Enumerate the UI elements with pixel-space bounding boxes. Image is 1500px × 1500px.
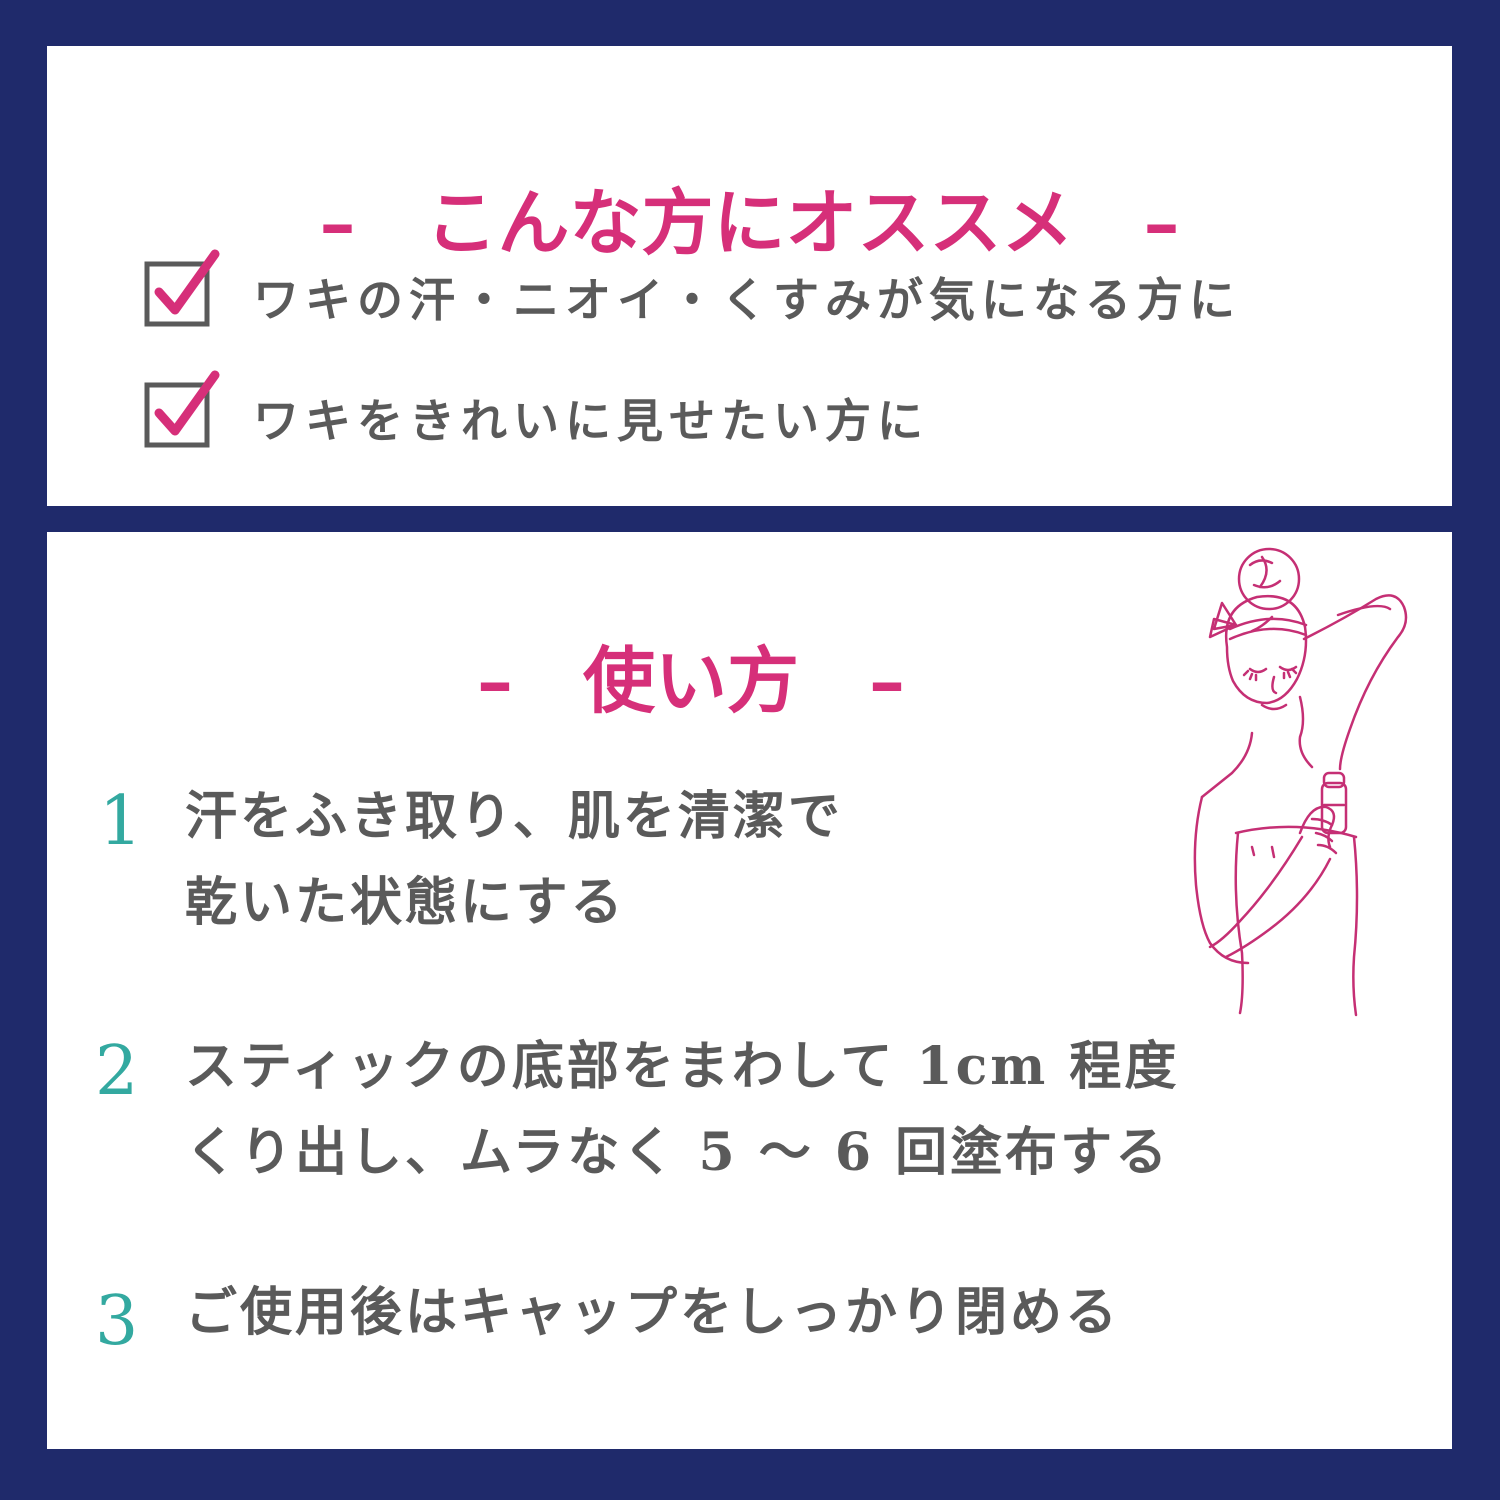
step-line: ご使用後はキャップをしっかり閉める <box>185 1282 1121 1343</box>
step-line: くり出し、ムラなく 5 ～ 6 回塗布する <box>185 1122 1171 1183</box>
step-line: 汗をふき取り、肌を清潔で <box>185 786 843 847</box>
woman-applying-deodorant-illustration <box>1193 547 1408 1017</box>
title-dash-left: – <box>319 180 356 265</box>
step-text: 汗をふき取り、肌を清潔で 乾いた状態にする <box>185 774 843 946</box>
step-number: 2 <box>95 1032 139 1111</box>
recommend-item: ワキをきれいに見せたい方に <box>144 370 929 453</box>
checkbox-checked-icon <box>144 249 220 332</box>
usage-title: –使い方– <box>47 622 1452 727</box>
usage-title-text: 使い方 <box>583 638 800 723</box>
step-number: 1 <box>99 782 143 861</box>
recommend-panel: –こんな方にオススメ– ワキの汗・ニオイ・くすみが気になる方に ワキをきれいに見… <box>47 46 1452 506</box>
title-dash-right: – <box>1143 180 1180 265</box>
recommend-title-text: こんな方にオススメ <box>425 180 1074 265</box>
usage-panel: –使い方– <box>47 532 1452 1449</box>
step-number: 3 <box>95 1282 139 1361</box>
title-dash-right: – <box>869 638 906 723</box>
recommend-title: –こんな方にオススメ– <box>47 164 1452 269</box>
recommend-item-text: ワキをきれいに見せたい方に <box>253 394 929 448</box>
checkbox-checked-icon <box>144 370 220 453</box>
title-dash-left: – <box>477 638 513 723</box>
step-line: 乾いた状態にする <box>185 872 626 933</box>
step-line: スティックの底部をまわして 1cm 程度 <box>185 1036 1180 1097</box>
step-text: スティックの底部をまわして 1cm 程度 くり出し、ムラなく 5 ～ 6 回塗布… <box>185 1024 1179 1196</box>
recommend-item: ワキの汗・ニオイ・くすみが気になる方に <box>144 249 1241 332</box>
recommend-item-text: ワキの汗・ニオイ・くすみが気になる方に <box>253 273 1241 327</box>
step-text: ご使用後はキャップをしっかり閉める <box>185 1270 1120 1356</box>
